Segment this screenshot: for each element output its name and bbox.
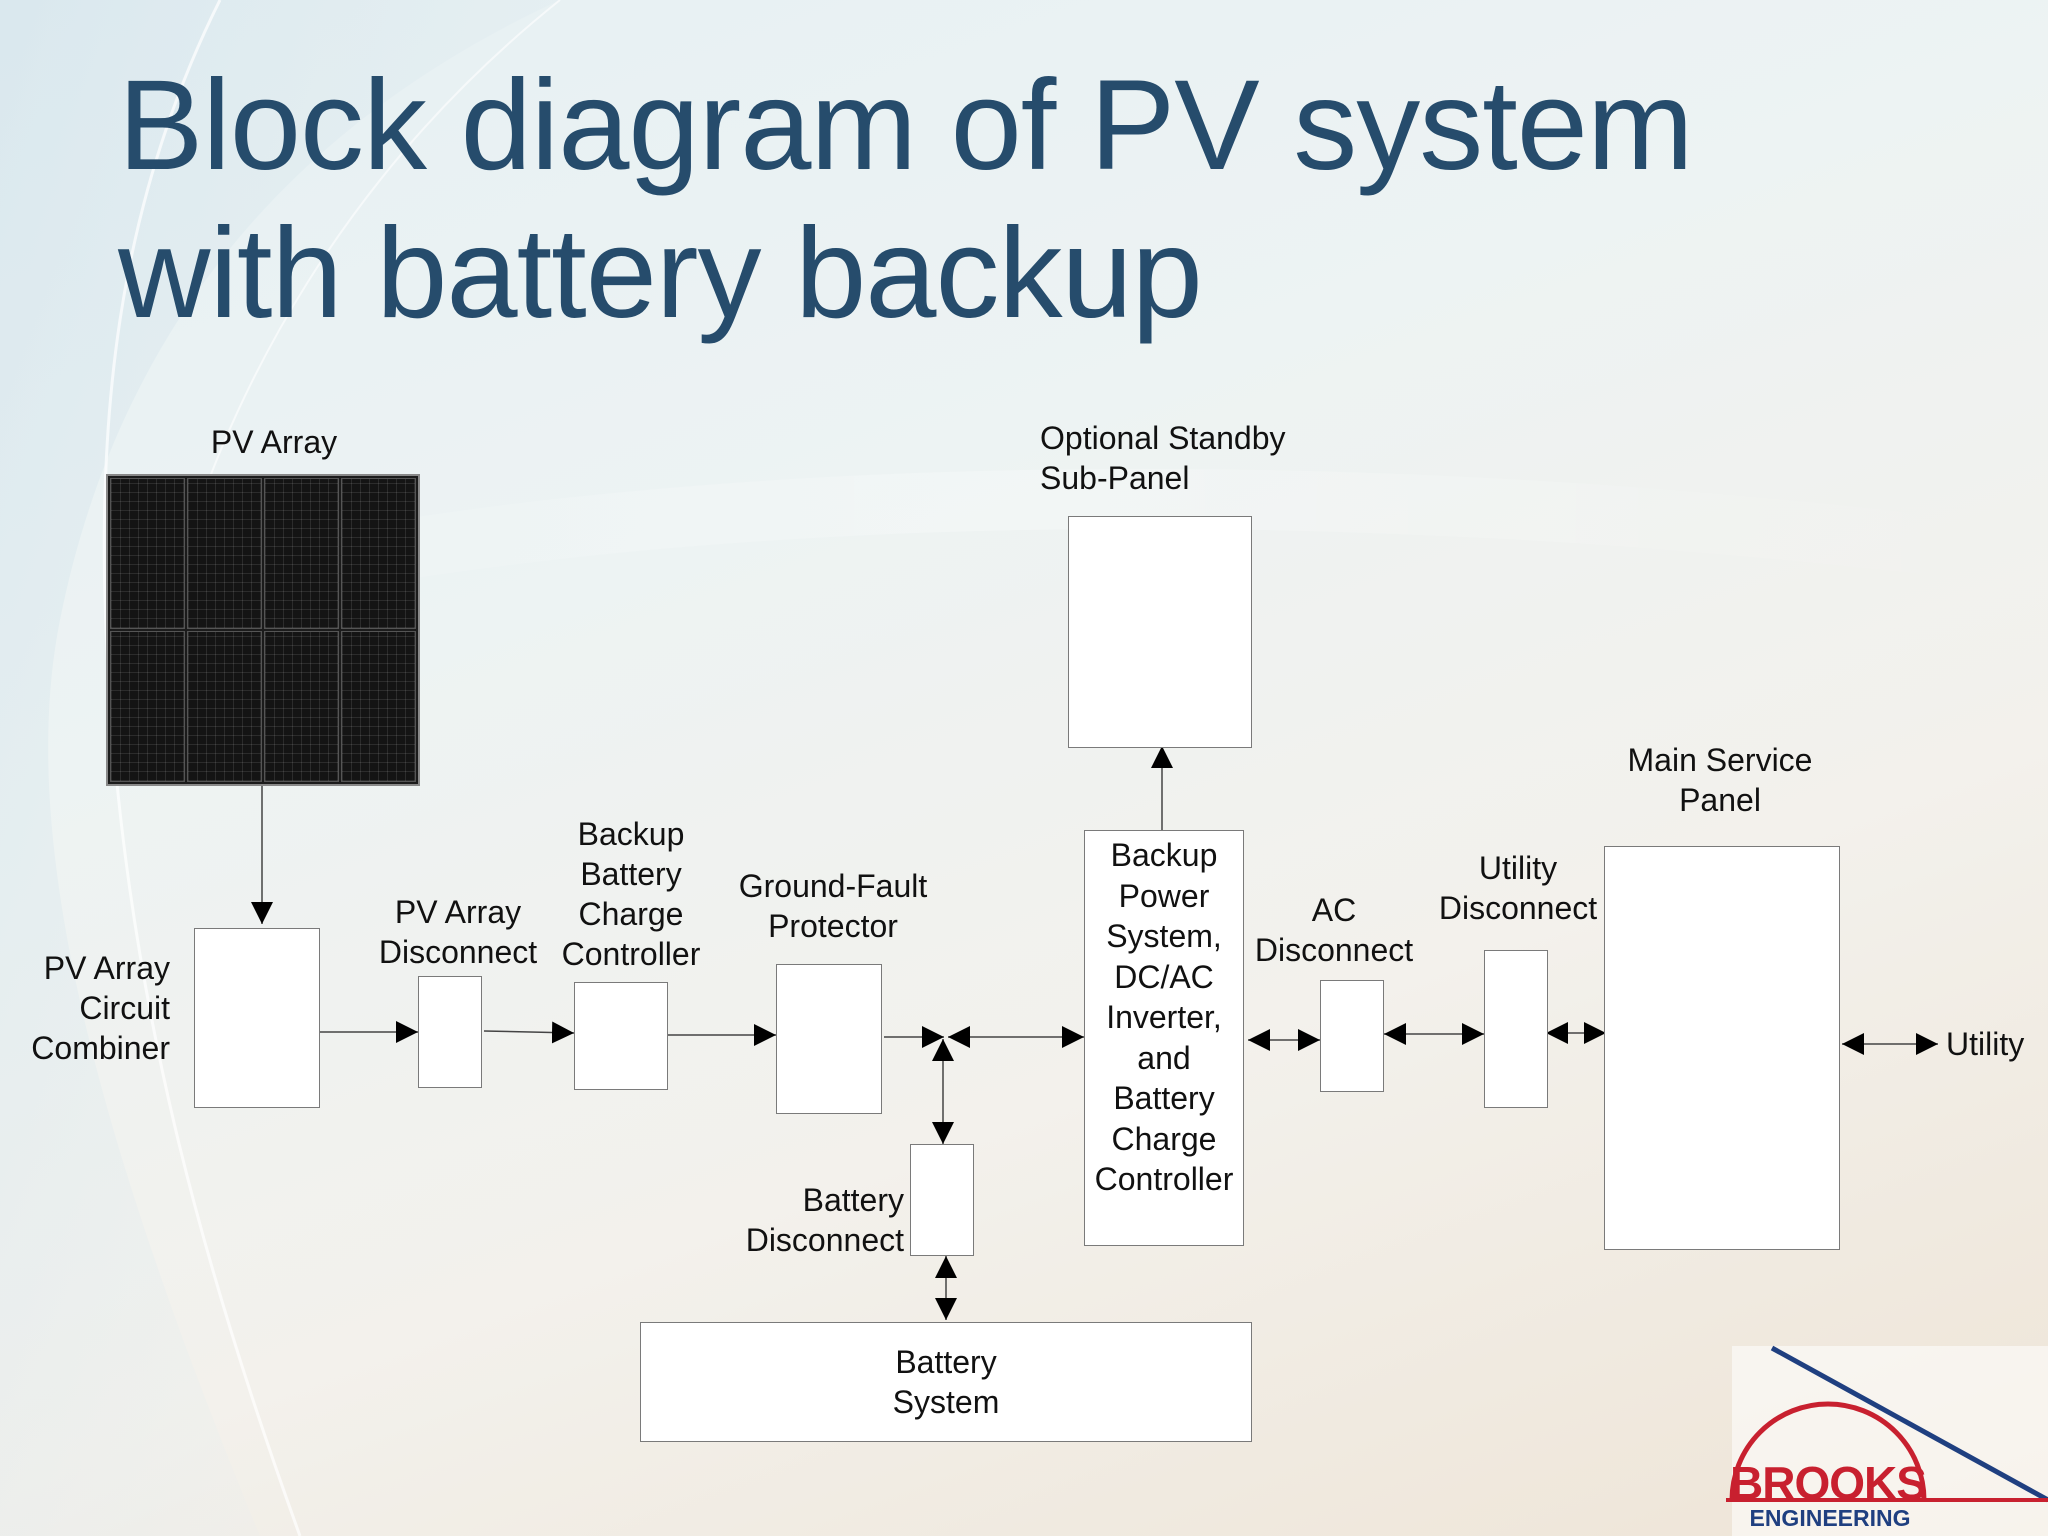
connector-pv-disconnect-to-charge-controller <box>483 1021 575 1044</box>
battery-disconnect-label: Battery Disconnect <box>745 1182 904 1258</box>
slide-title: Block diagram of PV system with battery … <box>118 54 1694 345</box>
pv-panel-cell <box>187 478 262 629</box>
utility-disconnect-box <box>1484 950 1548 1108</box>
pv-panel-cell <box>341 631 416 782</box>
utility-label: Utility <box>1946 1026 2025 1062</box>
pv-array-circuit-combiner-label: PV Array Circuit Combiner <box>31 950 170 1066</box>
backup-power-system-box: Backup Power System, DC/AC Inverter, and… <box>1084 830 1244 1246</box>
pv-panel-cell <box>110 631 185 782</box>
ac-disconnect-box <box>1320 980 1384 1092</box>
pv-array-image <box>106 474 420 786</box>
ground-fault-protector-box <box>776 964 882 1114</box>
ground-fault-protector-label: Ground-Fault Protector <box>738 868 928 944</box>
backup-battery-charge-controller-label: Backup Battery Charge Controller <box>561 816 701 972</box>
optional-standby-subpanel-label: Optional Standby Sub-Panel <box>1040 420 1286 496</box>
utility-disconnect-label: Utility Disconnect <box>1438 850 1598 926</box>
pv-panel-cell <box>341 478 416 629</box>
logo-engineering-text: ENGINEERING <box>1749 1505 1911 1531</box>
pv-panel-cell <box>264 631 339 782</box>
pv-panel-cell <box>264 478 339 629</box>
pv-panel-cell <box>187 631 262 782</box>
main-service-panel-box <box>1604 846 1840 1250</box>
backup-battery-charge-controller-box <box>574 982 668 1090</box>
pv-array-disconnect-box <box>418 976 482 1088</box>
optional-standby-subpanel-box <box>1068 516 1252 748</box>
pv-array-circuit-combiner-box <box>194 928 320 1108</box>
battery-disconnect-box <box>910 1144 974 1256</box>
pv-array-disconnect-label: PV Array Disconnect <box>378 894 538 970</box>
ac-disconnect-label: AC Disconnect <box>1254 892 1414 968</box>
logo-brooks-text: BROOKS <box>1730 1457 1927 1509</box>
brooks-engineering-logo <box>1726 1345 2048 1536</box>
pv-panel-cell <box>110 478 185 629</box>
battery-system-box: Battery System <box>640 1322 1252 1442</box>
pv-array-label: PV Array <box>210 424 338 460</box>
main-service-panel-label: Main Service Panel <box>1627 742 1813 818</box>
